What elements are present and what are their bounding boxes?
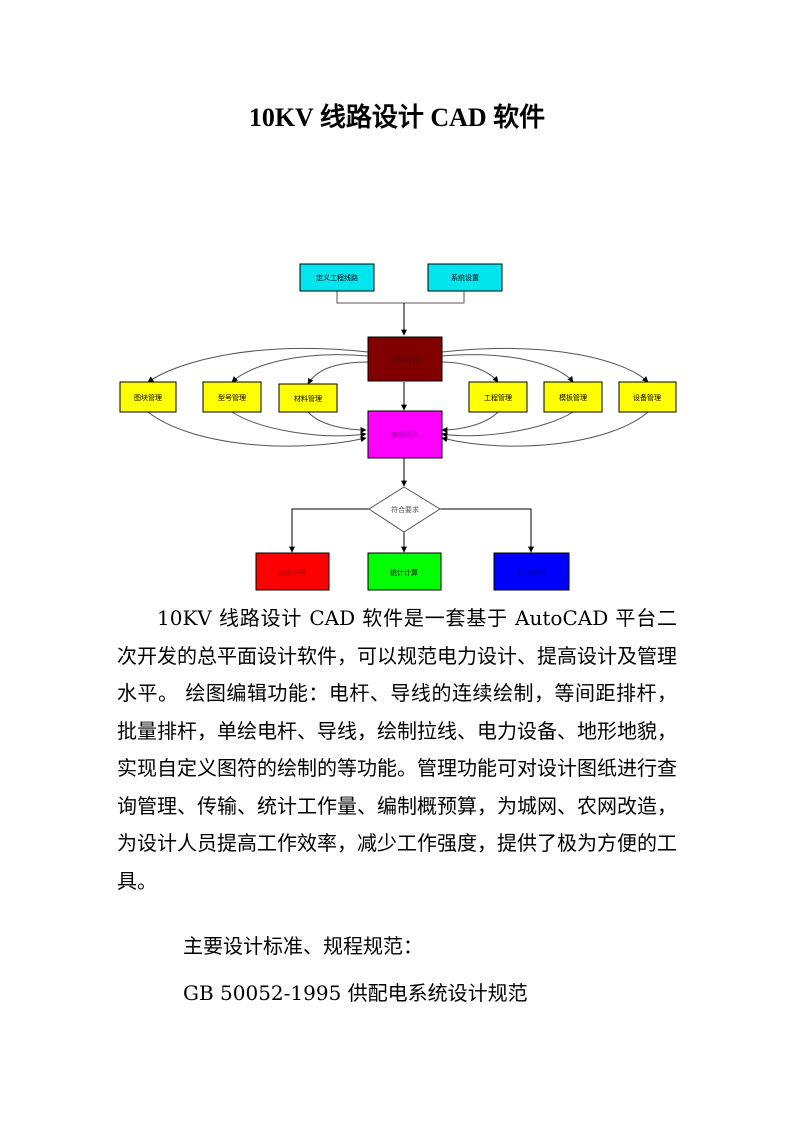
- node-output-report-label: 输出报表: [278, 568, 306, 577]
- node-main-window-label: 主窗体界面: [388, 355, 423, 364]
- node-model-mgmt-label: 型号管理: [218, 393, 246, 402]
- node-block-mgmt: [119, 381, 177, 413]
- node-project-mgmt-label: 工程管理: [484, 393, 512, 402]
- node-device-mgmt-label: 设备管理: [633, 393, 661, 402]
- node-decision: [368, 486, 441, 533]
- node-define-project-label: 定义工程线路: [316, 273, 358, 282]
- node-print-label: 打印出图: [517, 568, 545, 577]
- node-model-mgmt: [202, 381, 262, 413]
- node-define-project: [299, 263, 375, 292]
- flowchart-nodes: 定义工程线路 系统设置 主窗体界面 图块管理 型号管理 材料管理 工程管理 模板…: [119, 263, 677, 591]
- node-material-mgmt: [278, 383, 338, 413]
- flowchart-diagram: 定义工程线路 系统设置 主窗体界面 图块管理 型号管理 材料管理 工程管理 模板…: [119, 263, 677, 591]
- node-project-mgmt: [468, 381, 528, 413]
- node-main-window: [367, 336, 443, 382]
- node-edit-drawing-label: 编辑图形: [391, 430, 419, 439]
- flowchart-connectors: [147, 291, 649, 553]
- node-template-mgmt: [543, 381, 603, 413]
- node-statistics: [367, 552, 442, 591]
- node-decision-label: 符合要求: [391, 505, 419, 514]
- standard-item: GB 50052-1995 供配电系统设计规范: [183, 981, 528, 1005]
- node-system-settings: [427, 263, 503, 292]
- node-template-mgmt-label: 模板管理: [559, 393, 587, 402]
- node-edit-drawing: [367, 410, 443, 459]
- node-device-mgmt: [618, 381, 677, 413]
- node-statistics-label: 统计计算: [390, 568, 418, 577]
- node-system-settings-label: 系统设置: [451, 273, 479, 282]
- node-block-mgmt-label: 图块管理: [134, 393, 162, 402]
- node-output-report: [255, 552, 330, 591]
- intro-paragraph: 10KV 线路设计 CAD 软件是一套基于 AutoCAD 平台二次开发的总平面…: [117, 606, 677, 893]
- standards-heading: 主要设计标准、规程规范：: [183, 934, 423, 958]
- document-title: 10KV 线路设计 CAD 软件: [248, 103, 546, 132]
- node-material-mgmt-label: 材料管理: [294, 394, 322, 403]
- node-print: [493, 552, 570, 591]
